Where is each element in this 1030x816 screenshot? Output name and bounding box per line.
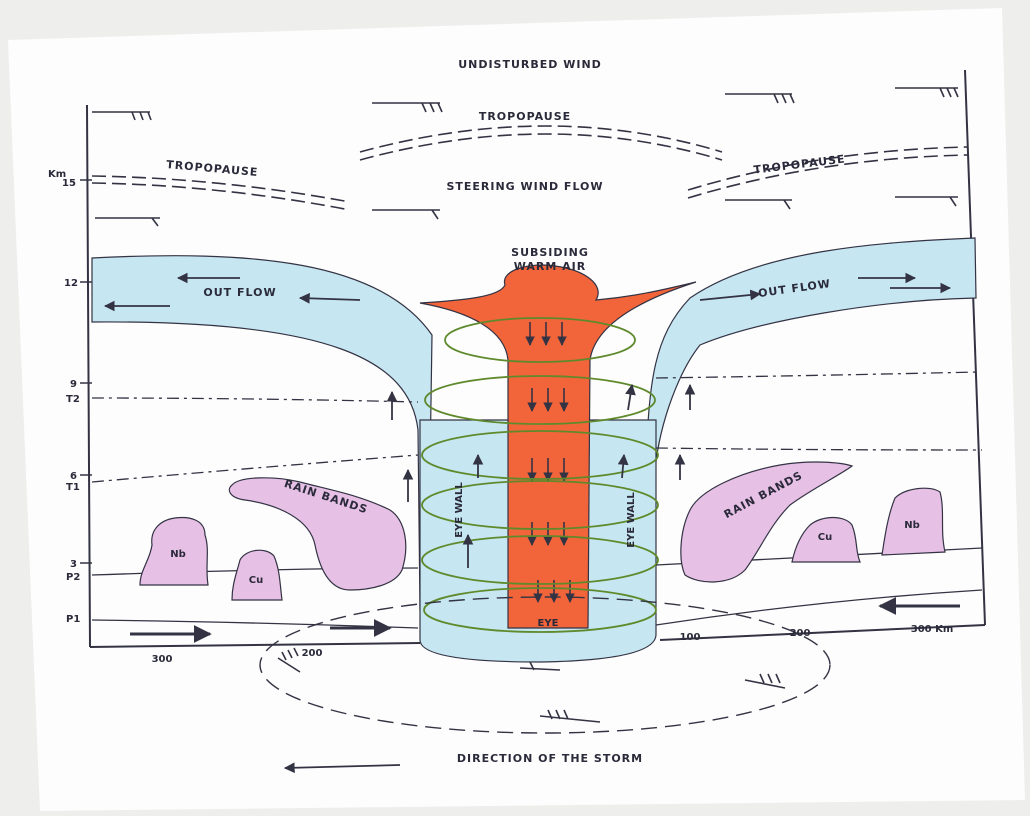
tropopause-center-label: TROPOPAUSE: [479, 110, 571, 123]
level-p1: P1: [66, 614, 80, 625]
direction-of-storm-label: DIRECTION OF THE STORM: [457, 752, 643, 765]
x-tick-right-200: 200: [790, 628, 811, 639]
level-p2: P2: [66, 572, 80, 583]
cu-left-label: Cu: [249, 575, 263, 586]
y-tick-15: 15: [62, 178, 76, 189]
x-tick-left-300: 300: [152, 654, 173, 665]
x-tick-right-100: 100: [680, 632, 701, 643]
undisturbed-wind-label: UNDISTURBED WIND: [458, 58, 602, 71]
warm-air-label: WARM AIR: [514, 260, 586, 273]
steering-wind-flow-label: STEERING WIND FLOW: [446, 180, 603, 193]
y-tick-3: 3: [70, 559, 77, 570]
subsiding-label: SUBSIDING: [511, 246, 589, 259]
eye-wall-right-label: EYE WALL: [626, 492, 637, 548]
y-tick-9: 9: [70, 379, 77, 390]
x-tick-left-200: 200: [302, 648, 323, 659]
eye-wall-left-label: EYE WALL: [454, 482, 465, 538]
y-tick-6: 6: [70, 471, 77, 482]
eye-label: EYE: [538, 618, 559, 629]
y-tick-12: 12: [64, 278, 78, 289]
level-t1: T1: [66, 482, 80, 493]
out-flow-left-label: OUT FLOW: [203, 286, 276, 299]
x-tick-right-300km: 300 Km: [911, 624, 954, 635]
nb-right-label: Nb: [904, 520, 920, 531]
cu-right-label: Cu: [818, 532, 832, 543]
level-t2: T2: [66, 394, 80, 405]
nb-left-label: Nb: [170, 549, 186, 560]
